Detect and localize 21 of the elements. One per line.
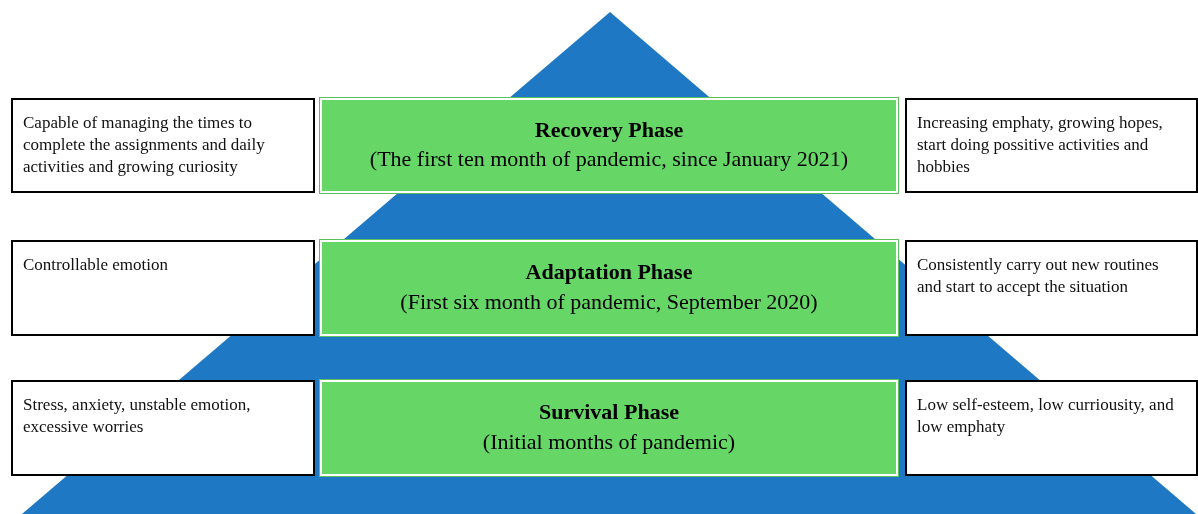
phase-title: Adaptation Phase bbox=[524, 258, 694, 287]
phase-box bbox=[320, 380, 898, 476]
phase-box bbox=[320, 98, 898, 193]
description-box bbox=[11, 240, 315, 336]
phase-period: (Initial months of pandemic) bbox=[481, 427, 737, 456]
description-box bbox=[11, 380, 315, 476]
description-box bbox=[11, 98, 315, 193]
description-text: Consistently carry out new routines and start to accept the situation bbox=[917, 254, 1160, 299]
description-text: Controllable emotion bbox=[23, 254, 169, 276]
phase-box bbox=[320, 240, 898, 336]
description-text: Stress, anxiety, unstable emotion, excessive worries bbox=[23, 394, 252, 439]
phase-title: Survival Phase bbox=[538, 398, 680, 427]
phase-period: (The first ten month of pandemic, since January 2021) bbox=[368, 145, 850, 174]
phase-title: Recovery Phase bbox=[533, 115, 685, 144]
description-text: Increasing emphaty, growing hopes, start doing possitive activities and hobbies bbox=[917, 112, 1164, 179]
description-box bbox=[905, 380, 1198, 476]
phase-period: (First six month of pandemic, September 2020) bbox=[399, 287, 819, 316]
description-box bbox=[905, 240, 1198, 336]
description-box bbox=[905, 98, 1198, 193]
description-text: Capable of managing the times to complete the assignments and daily activities and growing curiosity bbox=[23, 112, 266, 179]
description-text: Low self-esteem, low curriousity, and low emphaty bbox=[917, 394, 1175, 439]
